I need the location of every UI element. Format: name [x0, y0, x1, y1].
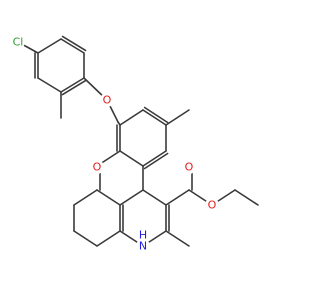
bond-line — [234, 189, 259, 206]
bond-line — [37, 38, 62, 54]
bond-line — [60, 38, 85, 54]
bond-line — [61, 35, 87, 52]
atom-label-background — [11, 35, 25, 49]
bond-line — [60, 77, 85, 93]
molecule-structure-diagram: ClO O O O HN — [11, 35, 259, 253]
bond-line — [142, 150, 167, 167]
bond-line — [73, 230, 98, 247]
atom-labels: ClO O O O HN — [11, 35, 219, 253]
atom-label-n1: H — [139, 229, 147, 242]
bond-line — [61, 79, 87, 96]
bond-line — [142, 189, 167, 206]
atom-label-o4: O — [208, 199, 217, 212]
bond-line — [143, 106, 169, 124]
bond-line — [165, 230, 190, 247]
bond-line — [119, 109, 144, 126]
bond-line — [119, 150, 144, 167]
bond-lines — [17, 35, 259, 247]
atom-label-background — [136, 228, 150, 242]
bond-line — [96, 189, 121, 206]
atom-label-background — [136, 239, 150, 253]
bond-line — [119, 189, 144, 206]
bond-line — [73, 189, 98, 206]
bond-line — [96, 230, 121, 247]
bond-line — [37, 77, 62, 93]
atom-label-cl: Cl — [13, 36, 24, 49]
atom-label-n2: N — [139, 240, 147, 253]
bond-line — [165, 189, 190, 206]
atom-label-o3: O — [185, 161, 194, 174]
bond-line — [165, 109, 190, 126]
atom-label-o1: O — [103, 94, 112, 107]
atom-label-background — [100, 93, 114, 107]
bond-line — [143, 152, 169, 170]
atom-label-background — [182, 160, 196, 174]
atom-label-background — [205, 198, 219, 212]
bond-line — [142, 109, 167, 126]
atom-label-background — [90, 160, 104, 174]
atom-label-o2: O — [93, 161, 102, 174]
